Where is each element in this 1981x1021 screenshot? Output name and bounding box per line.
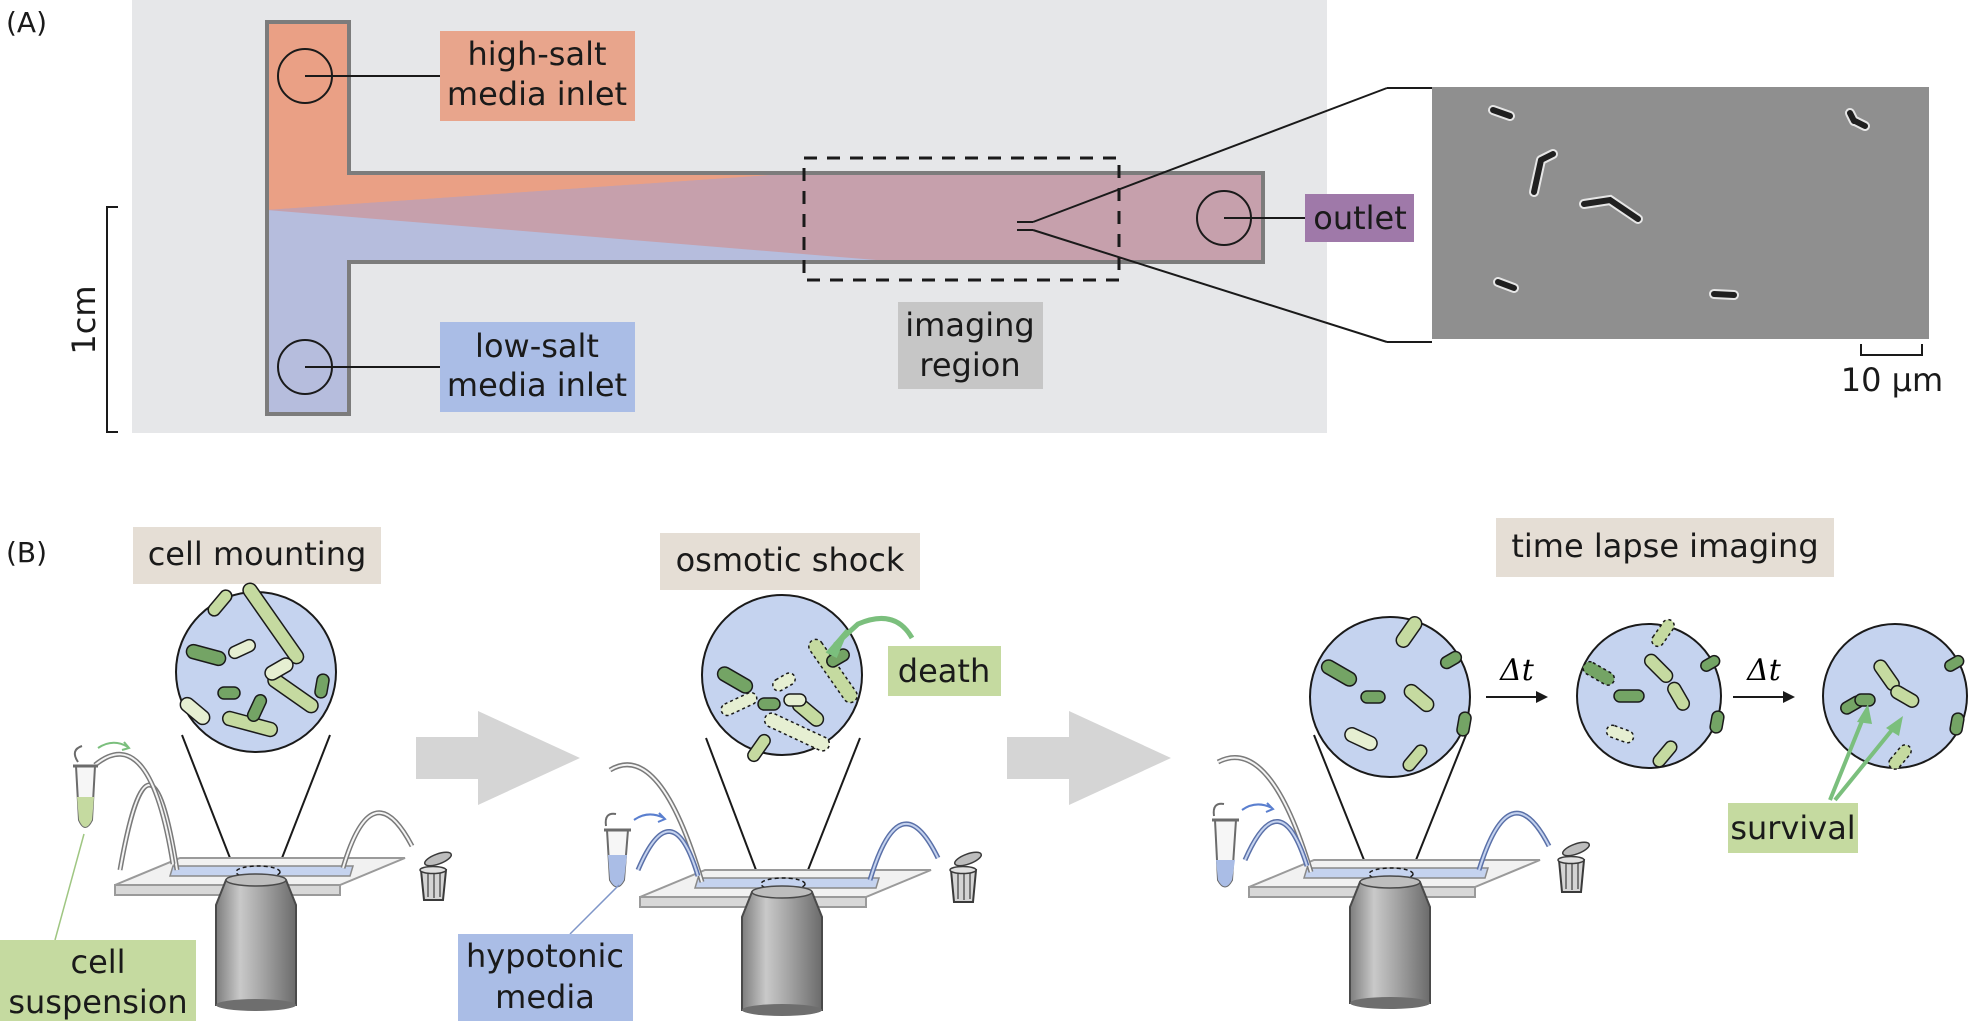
process-arrow-1 bbox=[416, 711, 580, 805]
imaging-region-label-box bbox=[898, 302, 1043, 389]
imaging-region-box bbox=[802, 156, 1121, 282]
setup-mounting bbox=[73, 582, 453, 1011]
step-label-timelapse: time lapse imaging bbox=[1511, 527, 1818, 565]
cell-suspension-label-box bbox=[0, 940, 196, 1021]
step-label-box-1 bbox=[133, 527, 381, 584]
hypotonic-label-box bbox=[458, 934, 633, 1021]
low-salt-label-2: media inlet bbox=[447, 366, 627, 404]
hypotonic-label-2: media bbox=[495, 978, 595, 1016]
panel-b-label: (B) bbox=[6, 536, 47, 569]
low-salt-label-1: low-salt bbox=[475, 327, 599, 365]
step-label-box-3 bbox=[1496, 518, 1834, 577]
death-label-box bbox=[888, 646, 1001, 696]
cm-scale-bar bbox=[106, 206, 118, 433]
process-arrow-2 bbox=[1007, 711, 1171, 805]
survival-label: survival bbox=[1730, 809, 1855, 847]
step-label-mounting: cell mounting bbox=[148, 535, 367, 573]
imaging-region-label-1: imaging bbox=[905, 306, 1034, 344]
setup-timelapse bbox=[1212, 616, 1968, 1009]
outlet-label-box bbox=[1305, 194, 1414, 242]
delta-t-label-1: Δt bbox=[1499, 653, 1535, 688]
zoom-line-top bbox=[1032, 87, 1388, 223]
imaging-region-label-2: region bbox=[919, 346, 1020, 384]
micro-scale-bar bbox=[1860, 344, 1923, 356]
cell-suspension-label-2: suspension bbox=[8, 983, 187, 1021]
high-salt-label-2: media inlet bbox=[447, 75, 627, 113]
death-label: death bbox=[898, 652, 990, 690]
panel-a-label: (A) bbox=[6, 6, 47, 39]
channel bbox=[265, 20, 1265, 416]
high-salt-label-box bbox=[440, 31, 635, 121]
setup-shock bbox=[604, 594, 983, 1016]
cm-scale-label: 1cm bbox=[65, 285, 103, 354]
micrograph bbox=[1432, 87, 1929, 339]
zoom-line-bottom bbox=[1032, 229, 1388, 343]
micro-scale-label: 10 µm bbox=[1841, 361, 1943, 399]
hypotonic-label-1: hypotonic bbox=[466, 937, 624, 975]
delta-t-label-2: Δt bbox=[1746, 653, 1782, 688]
high-salt-label-1: high-salt bbox=[467, 35, 606, 73]
step-label-shock: osmotic shock bbox=[676, 541, 905, 579]
cell-suspension-label-1: cell bbox=[70, 943, 125, 981]
step-label-box-2 bbox=[660, 533, 920, 590]
low-salt-label-box bbox=[440, 322, 635, 412]
outlet-label: outlet bbox=[1313, 199, 1407, 237]
survival-label-box bbox=[1728, 803, 1858, 853]
